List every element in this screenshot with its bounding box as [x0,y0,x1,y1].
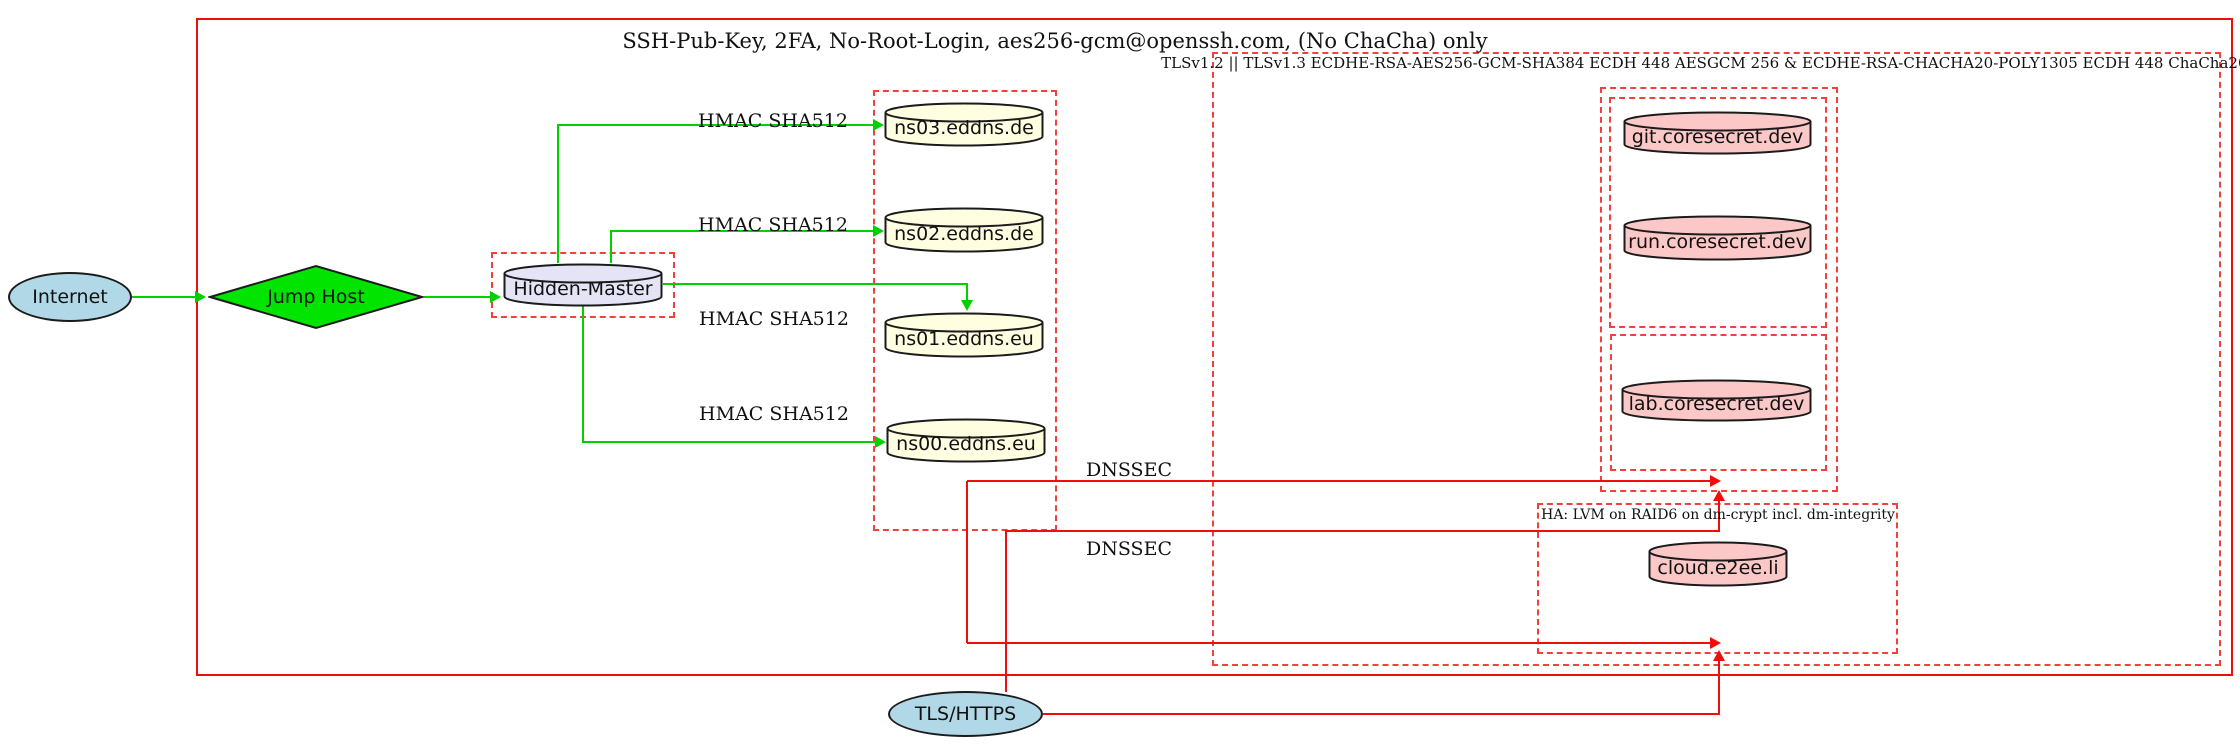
node-hidden-master-label: Hidden-Master [513,277,653,300]
node-cloud-label: cloud.e2ee.li [1657,556,1779,579]
node-ns02: ns02.eddns.de [884,207,1044,253]
node-ns03: ns03.eddns.de [884,102,1044,147]
node-internet-label: Internet [32,286,108,308]
cylinder-shape [1623,111,1812,155]
edge-label-dnssec-1: DNSSEC [1086,459,1172,481]
node-run-label: run.coresecret.dev [1628,230,1807,253]
ha-cluster-label: HA: LVM on RAID6 on dm-crypt incl. dm-in… [1541,507,1895,523]
edge-label-hmac-ns02: HMAC SHA512 [698,214,848,236]
cylinder-shape [884,312,1044,358]
node-tls-https-label: TLS/HTTPS [914,703,1017,725]
edge-label-dnssec-2: DNSSEC [1086,538,1172,560]
node-run: run.coresecret.dev [1623,215,1812,261]
ssh-cluster-label: SSH-Pub-Key, 2FA, No-Root-Login, aes256-… [622,29,1488,53]
node-tls-https: TLS/HTTPS [888,691,1043,737]
edge-label-hmac-ns00: HMAC SHA512 [699,403,849,425]
node-jump-host-label: Jump Host [267,286,365,308]
ns-cluster-box [873,90,1057,531]
node-ns00: ns00.eddns.eu [886,418,1046,463]
cylinder-shape [884,102,1044,147]
node-jump-host: Jump Host [208,264,424,330]
node-lab-label: lab.coresecret.dev [1628,393,1805,415]
node-ns02-label: ns02.eddns.de [894,222,1034,245]
cylinder-shape [1623,215,1812,261]
node-internet: Internet [8,272,132,322]
node-cloud: cloud.e2ee.li [1648,541,1788,587]
node-ns01: ns01.eddns.eu [884,312,1044,358]
cylinder-shape [1621,379,1812,422]
node-lab: lab.coresecret.dev [1621,379,1812,422]
cylinder-shape [884,207,1044,253]
coresecret-lab-box [1610,334,1827,471]
node-hidden-master: Hidden-Master [503,263,663,307]
node-git: git.coresecret.dev [1623,111,1812,155]
edge-label-hmac-ns01: HMAC SHA512 [699,308,849,330]
node-git-label: git.coresecret.dev [1631,125,1804,148]
coresecret-gitrun-box [1609,97,1827,328]
diamond-shape [208,264,424,330]
tls-cluster-label: TLSv1.2 || TLSv1.3 ECDHE-RSA-AES256-GCM-… [1161,54,2240,72]
node-ns01-label: ns01.eddns.eu [894,327,1034,350]
edge-label-hmac-ns03: HMAC SHA512 [698,110,848,132]
node-ns00-label: ns00.eddns.eu [896,433,1036,455]
cylinder-shape [503,263,663,307]
node-ns03-label: ns03.eddns.de [894,117,1034,139]
cylinder-shape [886,418,1046,463]
